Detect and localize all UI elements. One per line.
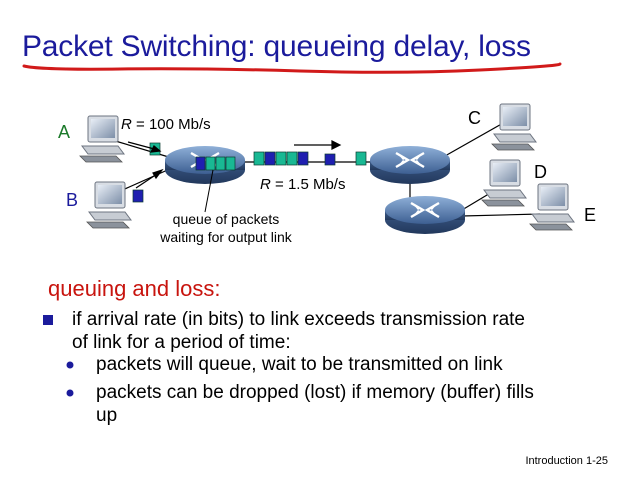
sub-bullet-2-line-2: up <box>96 405 118 426</box>
bullet-1-line-1: if arrival rate (in bits) to link exceed… <box>72 309 525 330</box>
host-b-computer <box>86 181 132 229</box>
sub-bullet-2-line-1: packets can be dropped (lost) if memory … <box>96 382 534 403</box>
queue-pointer <box>204 169 214 213</box>
host-d-computer <box>481 159 527 207</box>
router-right-top <box>370 146 450 184</box>
queue-caption: queue of packets waiting for output link <box>160 211 292 245</box>
link-a <box>111 139 173 159</box>
link-d <box>461 191 493 211</box>
host-a-computer <box>79 115 125 163</box>
slide-title: Packet Switching: queueing delay, loss <box>22 30 531 63</box>
bullet-1-line-2: of link for a period of time: <box>72 332 291 353</box>
host-c-label: C <box>468 108 481 128</box>
square-bullet-icon <box>43 315 53 325</box>
host-e-label: E <box>584 205 597 225</box>
slide-footer: Introduction 1-25 <box>525 455 608 467</box>
host-e-computer <box>529 183 575 231</box>
queue-packets <box>195 156 236 171</box>
section-heading: queuing and loss: <box>48 276 221 301</box>
packets-on-link <box>253 151 367 166</box>
link-b <box>117 167 173 193</box>
host-a-label: A <box>58 122 71 142</box>
link-e <box>461 213 541 217</box>
host-b-label: B <box>66 190 79 210</box>
rate-label-output: R = 1.5 Mb/s <box>260 176 346 193</box>
link-c <box>444 121 506 157</box>
sub-bullet-1: packets will queue, wait to be transmitt… <box>96 354 503 375</box>
round-bullet-icon <box>66 389 74 397</box>
direction-arrows <box>127 140 342 189</box>
host-c-computer <box>491 103 537 151</box>
rate-label-a: R = 100 Mb/s <box>121 116 211 133</box>
host-d-label: D <box>534 162 547 182</box>
round-bullet-icon <box>66 361 74 369</box>
incoming-packet-b <box>132 189 144 203</box>
router-right-bottom <box>385 196 465 234</box>
